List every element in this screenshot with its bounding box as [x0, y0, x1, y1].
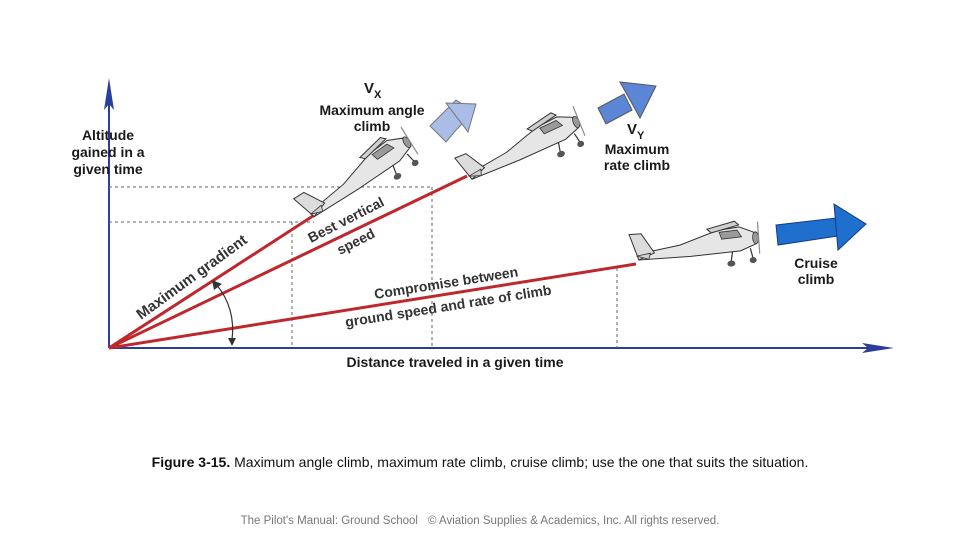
cruise-direction-arrow-icon	[776, 218, 838, 245]
airplane-vy	[453, 104, 589, 194]
y-axis-label-2: gained in a	[71, 144, 144, 160]
arc-arrowhead-top-icon	[212, 280, 222, 290]
slide-footer: The Pilot's Manual: Ground School © Aviat…	[0, 515, 960, 527]
footer-copyright: © Aviation Supplies & Academics, Inc. Al…	[428, 515, 719, 527]
cruise-label-1: Cruise	[794, 255, 838, 271]
figure-caption-text: Maximum angle climb, maximum rate climb,…	[230, 454, 808, 470]
y-axis-label-3: given time	[73, 161, 142, 177]
vy-label-1: Maximum	[605, 141, 670, 157]
y-axis-label-1: Altitude	[82, 127, 134, 143]
cruise-direction-arrow-tip-icon	[834, 204, 866, 250]
x-axis-label: Distance traveled in a given time	[346, 354, 563, 370]
footer-source: The Pilot's Manual: Ground School	[241, 515, 418, 527]
climb-diagram: Maximum gradient Best vertical speed Com…	[0, 0, 960, 450]
vy-symbol: VY	[627, 121, 645, 142]
vx-symbol: VX	[364, 80, 382, 101]
airplane-cruise	[629, 220, 761, 274]
vx-label-2: climb	[354, 118, 391, 134]
max-rate-climb-line	[109, 176, 467, 348]
cruise-label-2: climb	[798, 271, 835, 287]
vx-label-1: Maximum angle	[319, 102, 424, 118]
vy-label-2: rate climb	[604, 157, 670, 173]
vy-direction-arrow-icon	[598, 94, 632, 124]
arc-arrowhead-bottom-icon	[228, 338, 236, 346]
figure-number: Figure 3-15.	[152, 454, 231, 470]
figure-caption: Figure 3-15. Maximum angle climb, maximu…	[0, 454, 960, 470]
